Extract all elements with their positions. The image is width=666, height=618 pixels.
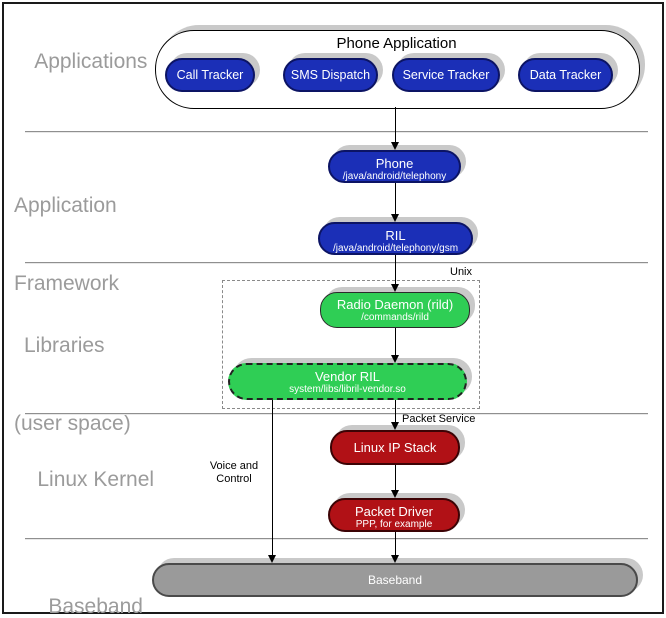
node-vendor-ril: Vendor RIL system/libs/libril-vendor.so xyxy=(228,363,467,400)
node-title: RIL xyxy=(385,228,406,243)
node-packet-driver: Packet Driver PPP, for example xyxy=(328,498,460,532)
node-label: SMS Dispatch xyxy=(290,68,371,82)
node-radio-daemon: Radio Daemon (rild) /commands/rild xyxy=(320,292,470,328)
node-ril: RIL /java/android/telephony/gsm xyxy=(318,222,473,255)
node-subtitle: PPP, for example xyxy=(355,519,433,530)
layer-label-application-framework: Application Framework xyxy=(14,141,119,349)
node-sms-dispatch: SMS Dispatch xyxy=(283,58,378,92)
divider-line xyxy=(25,131,648,132)
edge-label-voice-and-control: Voice and Control xyxy=(203,460,265,486)
node-subtitle: /java/android/telephony/gsm xyxy=(332,243,459,254)
arrowhead-icon xyxy=(391,555,399,563)
edge-label-line: Control xyxy=(216,473,252,485)
node-phone: Phone /java/android/telephony xyxy=(328,150,461,183)
unix-boundary-box xyxy=(222,280,480,409)
node-label: Data Tracker xyxy=(529,68,602,82)
node-linux-ip-stack: Linux IP Stack xyxy=(330,430,460,465)
node-service-tracker: Service Tracker xyxy=(392,58,500,92)
arrow-phone-to-ril xyxy=(395,183,396,214)
arrowhead-icon xyxy=(391,422,399,430)
arrow-vendor-ril-to-baseband xyxy=(272,400,273,555)
arrowhead-icon xyxy=(268,555,276,563)
divider-line xyxy=(25,538,648,539)
layer-label-applications: Applications xyxy=(12,23,147,101)
layer-label-text: Framework xyxy=(14,272,120,295)
layer-label-text: Libraries xyxy=(24,334,105,357)
node-title: Radio Daemon (rild) xyxy=(336,297,454,312)
layer-label-libraries: Libraries (user space) xyxy=(14,281,131,489)
edge-label-line: Voice and xyxy=(209,460,259,472)
node-title: Vendor RIL xyxy=(314,369,381,384)
node-subtitle: system/libs/libril-vendor.so xyxy=(289,384,406,395)
node-subtitle: /commands/rild xyxy=(361,312,429,323)
layer-label-text: Application xyxy=(14,194,117,217)
layer-label-linux-kernel: Linux Kernel xyxy=(14,441,154,519)
arrow-ril-to-radio-daemon xyxy=(395,255,396,284)
arrowhead-icon xyxy=(391,142,399,150)
node-title: Packet Driver xyxy=(354,504,434,519)
arrowhead-icon xyxy=(391,355,399,363)
node-baseband: Baseband xyxy=(152,563,638,597)
arrow-packet-driver-to-baseband xyxy=(395,532,396,555)
node-title: Linux IP Stack xyxy=(353,440,437,455)
unix-box-label: Unix xyxy=(450,266,473,278)
node-data-tracker: Data Tracker xyxy=(518,58,613,92)
arrowhead-icon xyxy=(391,284,399,292)
phone-application-title: Phone Application xyxy=(336,35,457,52)
arrowhead-icon xyxy=(391,490,399,498)
node-call-tracker: Call Tracker xyxy=(165,58,255,92)
arrow-vendor-ril-to-ip-stack xyxy=(395,400,396,422)
divider-line xyxy=(25,413,648,414)
layer-label-text: (user space) xyxy=(14,412,131,435)
node-label: Call Tracker xyxy=(176,68,244,82)
layer-label-text: Applications xyxy=(34,50,148,73)
node-title: Baseband xyxy=(367,573,423,587)
edge-label-packet-service: Packet Service xyxy=(402,413,476,425)
arrow-ip-stack-to-packet-driver xyxy=(395,465,396,490)
node-subtitle: /java/android/telephony xyxy=(342,171,447,182)
node-title: Phone xyxy=(375,156,414,171)
divider-line xyxy=(25,262,648,263)
arrowhead-icon xyxy=(391,214,399,222)
layer-label-baseband: Baseband xyxy=(25,568,143,618)
arrow-phoneapp-to-phone xyxy=(395,107,396,142)
arrow-radio-daemon-to-vendor-ril xyxy=(395,328,396,355)
node-label: Service Tracker xyxy=(402,68,490,82)
layer-label-text: Linux Kernel xyxy=(37,468,155,491)
layer-label-text: Baseband xyxy=(48,595,143,618)
